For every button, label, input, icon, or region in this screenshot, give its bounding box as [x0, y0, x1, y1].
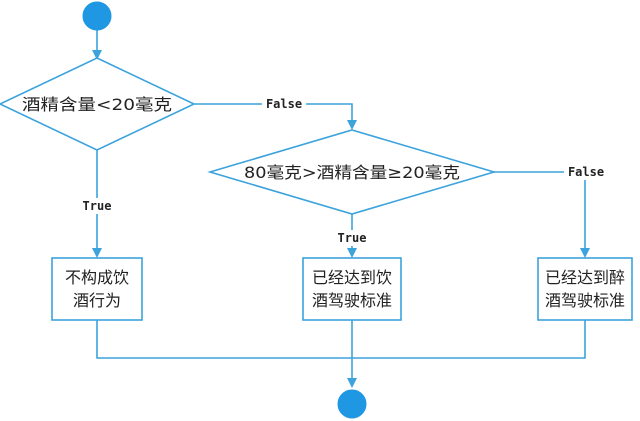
start-node — [82, 1, 112, 31]
edge-decision1-false — [194, 103, 357, 130]
edge-decision2-false — [494, 171, 590, 258]
result-no-drink-line2: 酒行为 — [73, 291, 121, 310]
result-drunk-drive-node: 已经达到饮 酒驾驶标准 — [302, 257, 402, 321]
decision2-label: 80毫克>酒精含量≥20毫克 — [244, 163, 460, 182]
decision1-node: 酒精含量<20毫克 — [0, 57, 196, 151]
result-drunk-drive-line1: 已经达到饮 — [312, 268, 392, 287]
result-drunken-drive-node: 已经达到醉 酒驾驶标准 — [537, 257, 633, 321]
result-no-drink-node: 不构成饮 酒行为 — [51, 257, 143, 321]
result-drunken-drive-line2: 酒驾驶标准 — [545, 291, 625, 310]
d1-false-label: False — [266, 97, 302, 111]
decision1-label: 酒精含量<20毫克 — [22, 95, 172, 114]
edge-label-d1-true: True — [79, 198, 115, 214]
decision2-node: 80毫克>酒精含量≥20毫克 — [207, 129, 497, 215]
result-no-drink-line1: 不构成饮 — [65, 268, 129, 287]
result-drunk-drive-line2: 酒驾驶标准 — [312, 291, 392, 310]
edge-label-d1-false: False — [262, 96, 306, 112]
d2-false-label: False — [568, 165, 604, 179]
edge-label-d2-false: False — [564, 164, 608, 180]
edge-merge-no-drink — [96, 320, 586, 359]
d1-true-label: True — [83, 199, 112, 213]
d2-true-label: True — [338, 231, 367, 245]
result-drunken-drive-line1: 已经达到醉 — [545, 268, 625, 287]
end-node — [337, 389, 367, 419]
edge-label-d2-true: True — [334, 230, 370, 246]
